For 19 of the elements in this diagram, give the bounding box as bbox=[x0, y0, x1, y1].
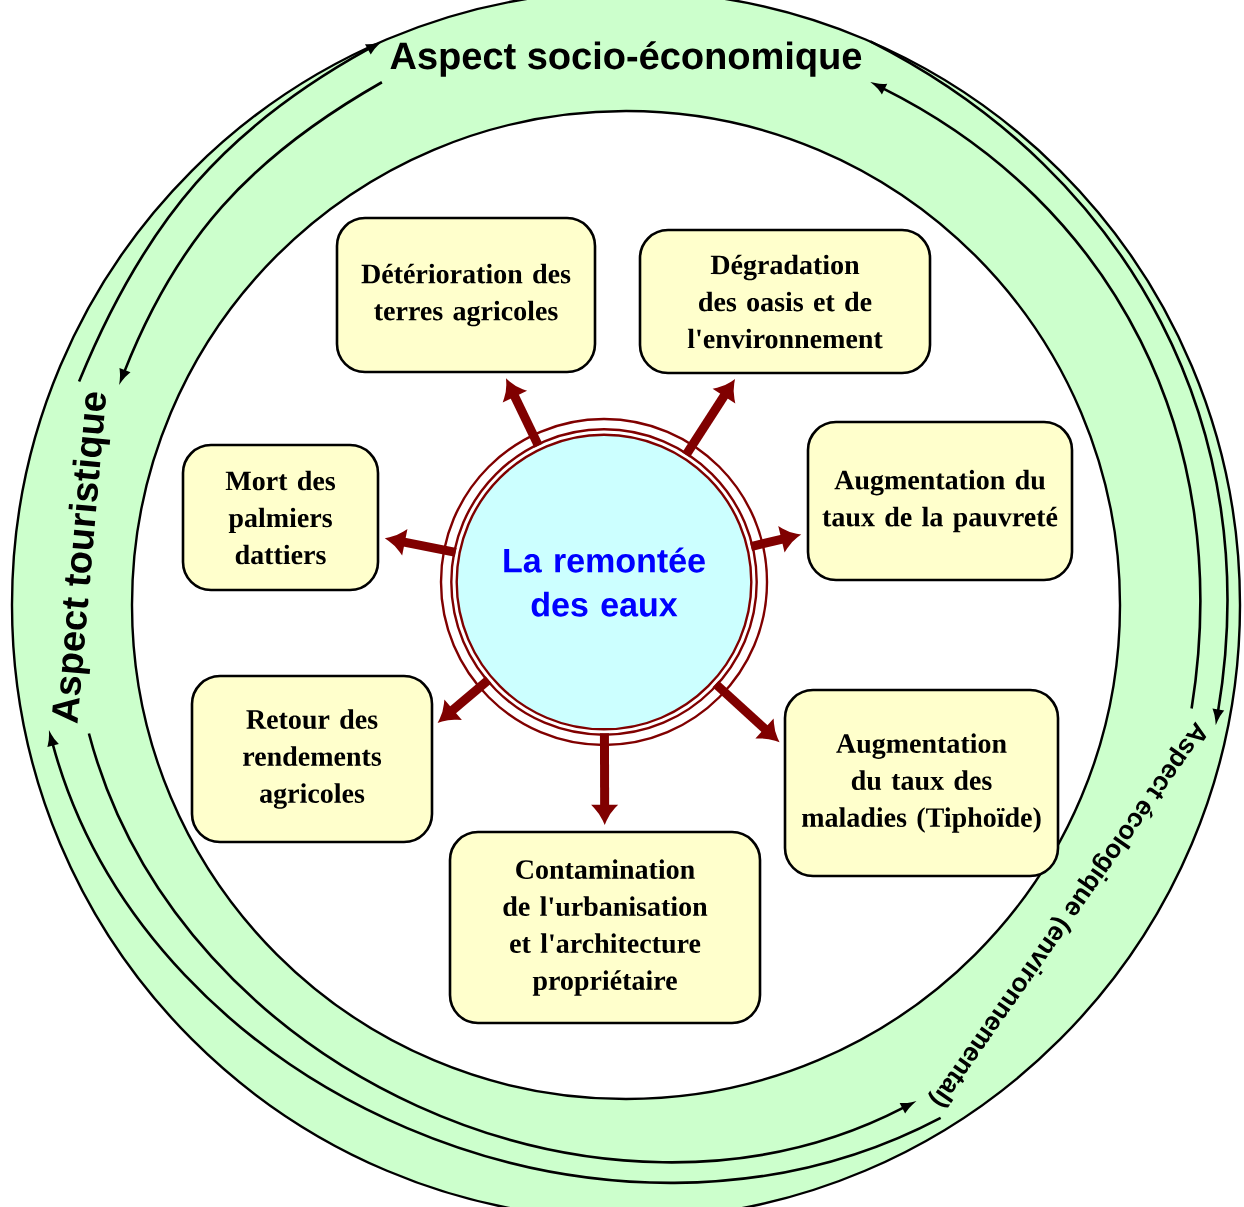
arrow bbox=[749, 528, 799, 551]
arrow bbox=[873, 83, 1202, 709]
arrow bbox=[682, 381, 735, 458]
effect-box: Mort des palmiers dattiers bbox=[181, 443, 380, 592]
effect-box: Détérioration des terres agricoles bbox=[335, 216, 597, 374]
aspect-label: Aspect socio-économique bbox=[390, 41, 862, 77]
arrow bbox=[77, 42, 379, 383]
effect-box: Dégradation des oasis et de l'environnement bbox=[638, 228, 932, 375]
arrow bbox=[712, 680, 778, 741]
arrow bbox=[869, 40, 1229, 722]
effect-box: Contamination de l'urbanisation et l'architecture propriétaire bbox=[448, 830, 762, 1025]
aspect-label: Aspect touristique bbox=[52, 392, 111, 724]
effect-box: Retour des rendements agricoles bbox=[190, 674, 434, 844]
arrow bbox=[504, 381, 543, 448]
arrow bbox=[119, 81, 383, 382]
arrow bbox=[439, 676, 492, 722]
arrow bbox=[387, 531, 457, 557]
effect-box: Augmentation du taux de la pauvreté bbox=[806, 420, 1074, 582]
effect-box: Augmentation du taux des maladies (Tiphoïde) bbox=[783, 688, 1060, 878]
